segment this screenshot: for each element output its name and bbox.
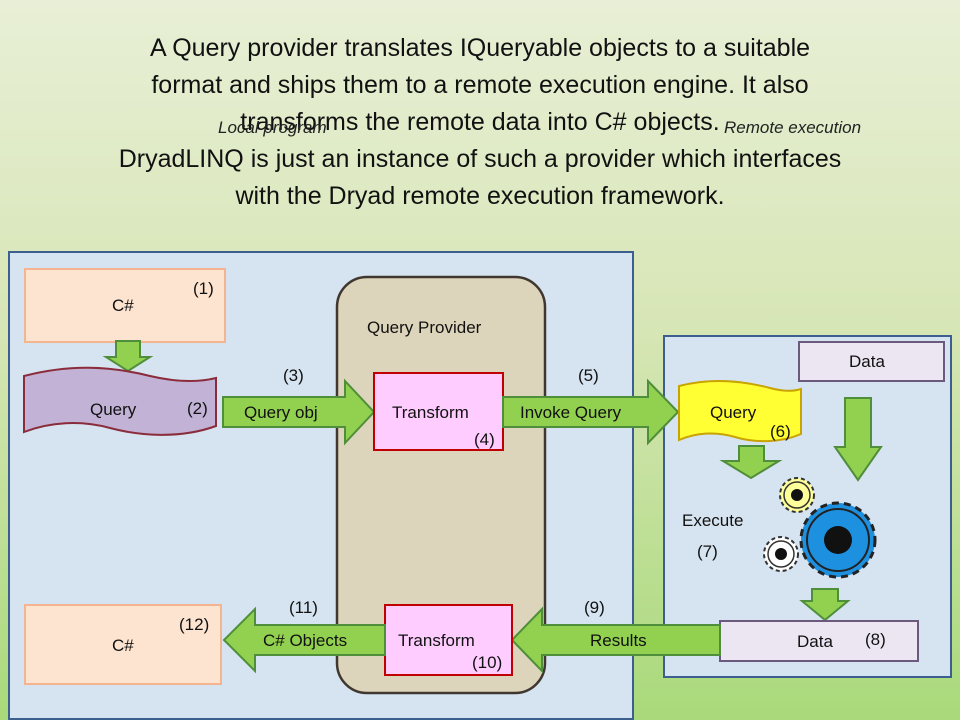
- gear-yellow-icon: [779, 477, 815, 513]
- invoke-query-label: Invoke Query: [520, 403, 622, 422]
- step-7-label: (7): [697, 542, 718, 561]
- title-line: format and ships them to a remote execut…: [151, 71, 809, 99]
- step-12-label: (12): [179, 615, 210, 634]
- data-top-label: Data: [849, 352, 885, 371]
- down-arrow-csharp: [102, 340, 154, 373]
- query-local-shape: [23, 366, 217, 436]
- query-obj-arrow: [222, 378, 376, 446]
- csharp-bottom-box: [24, 604, 222, 685]
- step-5-label: (5): [578, 366, 599, 385]
- step-10-label: (10): [472, 653, 503, 672]
- csharp-top-box: [24, 268, 226, 343]
- local-program-tag: Local program: [218, 118, 327, 137]
- step-2-label: (2): [187, 399, 208, 418]
- query-provider-label: Query Provider: [367, 318, 482, 337]
- query-remote-label: Query: [710, 403, 757, 422]
- transform-top-box: [373, 372, 504, 451]
- transform-top-label: Transform: [392, 403, 469, 422]
- step-1-label: (1): [193, 279, 214, 298]
- title-line: with the Dryad remote execution framewor…: [235, 182, 725, 210]
- down-arrow-execute: [799, 588, 851, 622]
- query-obj-label: Query obj: [244, 403, 318, 422]
- csharp-objects-label: C# Objects: [263, 631, 348, 650]
- remote-execution-tag: Remote execution: [724, 118, 862, 137]
- title-text: A Query provider translates IQueryable o…: [30, 30, 930, 215]
- gear-white-icon: [763, 536, 799, 572]
- gear-blue-icon: [799, 501, 877, 579]
- title-line: transforms the remote data into C# objec…: [240, 108, 720, 136]
- data-bottom-label: Data: [797, 632, 833, 651]
- step-11-label: (11): [289, 598, 318, 617]
- query-remote-shape: [678, 379, 802, 443]
- step-4-label: (4): [474, 430, 495, 449]
- results-arrow: [510, 606, 721, 674]
- down-arrow-query: [719, 445, 783, 480]
- csharp-objects-arrow: [222, 606, 386, 674]
- results-label: Results: [590, 631, 647, 650]
- query-local-label: Query: [90, 400, 137, 419]
- step-8-label: (8): [865, 630, 886, 649]
- csharp-bottom-label: C#: [112, 636, 134, 655]
- execute-label: Execute: [682, 511, 744, 530]
- data-top-box: [798, 341, 945, 382]
- title-line: DryadLINQ is just an instance of such a …: [118, 145, 842, 173]
- transform-bottom-box: [384, 604, 513, 676]
- down-arrow-data: [833, 397, 883, 482]
- title-line: A Query provider translates IQueryable o…: [149, 34, 811, 62]
- step-3-label: (3): [283, 366, 304, 385]
- step-9-label: (9): [584, 598, 605, 617]
- transform-bottom-label: Transform: [398, 631, 475, 650]
- step-6-label: (6): [770, 422, 791, 441]
- csharp-top-label: C#: [112, 296, 134, 315]
- invoke-query-arrow: [502, 378, 680, 446]
